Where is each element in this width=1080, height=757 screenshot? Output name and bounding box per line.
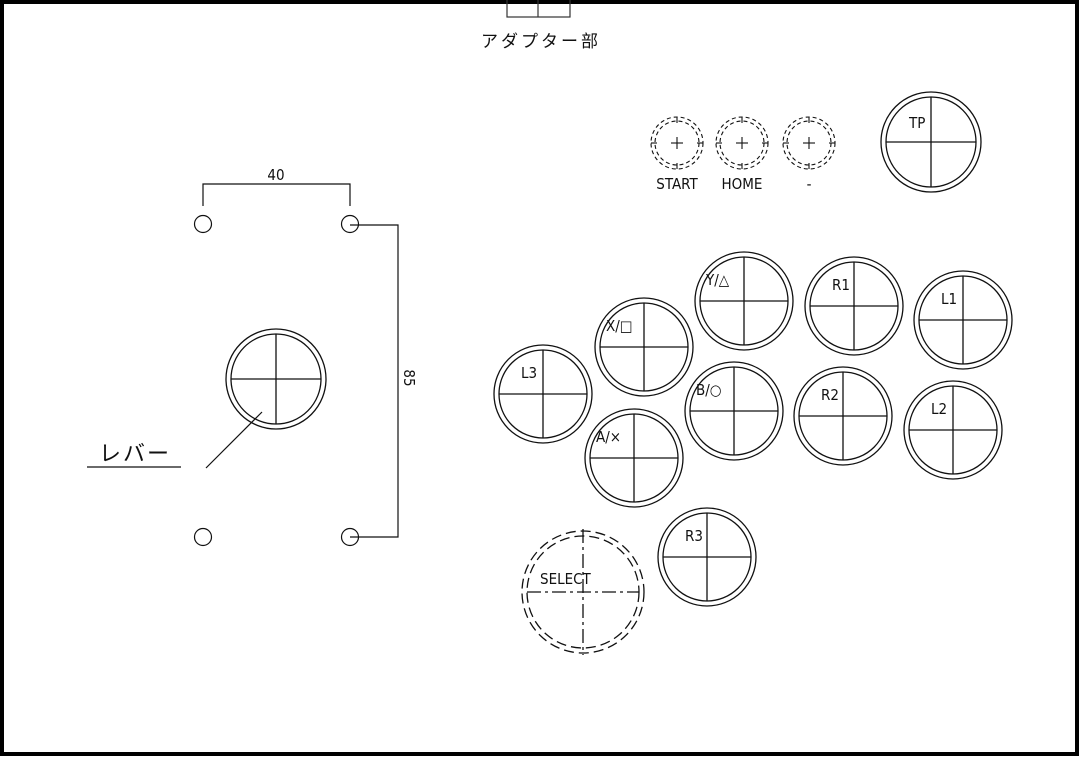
button-outer-ring xyxy=(903,380,1003,480)
button-b: B/○ xyxy=(684,361,784,461)
button-outer-ring xyxy=(493,344,593,444)
dimension-lines xyxy=(202,183,399,538)
button-start: START xyxy=(650,116,704,193)
button-outer-ring xyxy=(694,251,794,351)
mount-hole xyxy=(340,214,360,234)
adapter-port xyxy=(506,0,571,18)
button-outer-ring xyxy=(880,91,982,193)
button-label: START xyxy=(656,175,698,193)
button-label: L1 xyxy=(941,290,957,308)
button-label: SELECT xyxy=(540,570,592,588)
button-label: TP xyxy=(908,114,925,132)
button-outer-ring xyxy=(684,361,784,461)
button-outer-ring xyxy=(793,366,893,466)
lever-label: レバー xyxy=(99,442,171,467)
mount-hole xyxy=(193,214,213,234)
adapter-label: アダプター部 xyxy=(481,32,601,52)
button-label: - xyxy=(807,175,812,193)
button-y: Y/△ xyxy=(694,251,794,351)
button-tp: TP xyxy=(880,91,982,193)
button-outer-ring xyxy=(913,270,1013,370)
lever xyxy=(225,328,327,430)
button-label: Y/△ xyxy=(705,271,730,289)
button-label: R1 xyxy=(832,276,850,294)
button-x: X/□ xyxy=(594,297,694,397)
button-label: R2 xyxy=(821,386,839,404)
mount-hole xyxy=(193,527,213,547)
button-l3: L3 xyxy=(493,344,593,444)
button-outer-ring xyxy=(804,256,904,356)
button-r2: R2 xyxy=(793,366,893,466)
button-home: HOME xyxy=(715,116,769,193)
button-label: B/○ xyxy=(696,381,722,399)
button-outer-ring xyxy=(657,507,757,607)
button-label: X/□ xyxy=(606,317,633,335)
button-outer-ring xyxy=(584,408,684,508)
button-label: A/× xyxy=(596,428,621,446)
button-l1: L1 xyxy=(913,270,1013,370)
button-select: SELECT xyxy=(521,529,645,655)
button-a: A/× xyxy=(584,408,684,508)
dimension-width: 40 xyxy=(267,166,284,184)
lever-leader xyxy=(87,411,263,469)
dimension-height: 85 xyxy=(400,369,418,386)
button-label: L2 xyxy=(931,400,947,418)
button-minus: - xyxy=(782,116,836,193)
button-r3: R3 xyxy=(657,507,757,607)
button-label: HOME xyxy=(722,175,763,193)
button-l2: L2 xyxy=(903,380,1003,480)
button-label: L3 xyxy=(521,364,537,382)
button-label: R3 xyxy=(685,527,703,545)
button-outer-ring xyxy=(594,297,694,397)
button-r1: R1 xyxy=(804,256,904,356)
